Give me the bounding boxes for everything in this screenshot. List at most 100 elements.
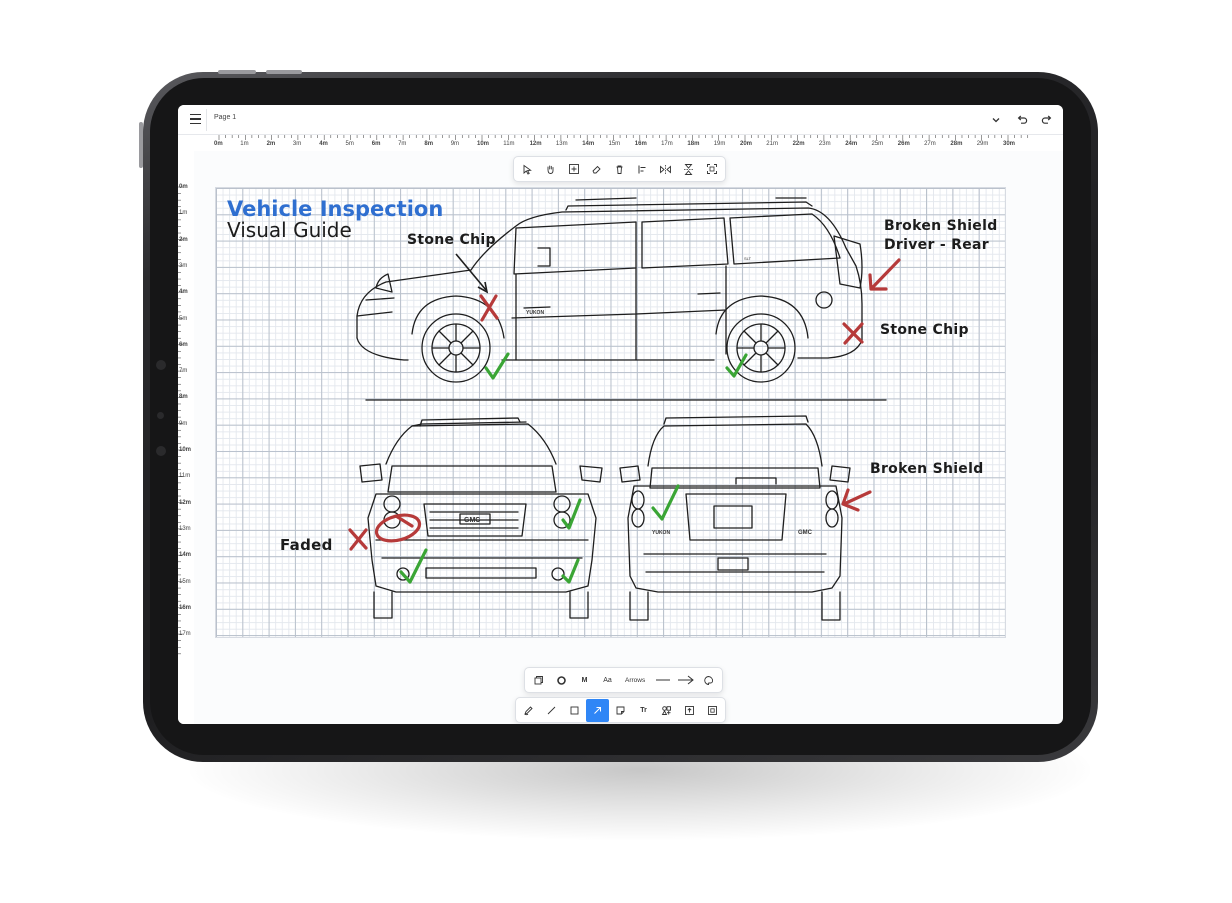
ruler-label-v: 17m (179, 631, 191, 638)
ruler-label-v: 13m (179, 525, 191, 532)
canvas-subtitle: Visual Guide (227, 218, 352, 242)
hand-pan-icon[interactable] (539, 158, 562, 181)
top-bar: Page 1 (178, 105, 1063, 135)
ruler-label-v: 10m (179, 447, 192, 453)
add-frame-icon[interactable] (562, 158, 585, 181)
ruler-label-h: 18m (687, 141, 700, 147)
front-sensor-2 (156, 446, 166, 456)
ruler-label-v: 3m (179, 262, 188, 269)
ruler-label-h: 13m (555, 141, 568, 147)
ruler-label-h: 12m (529, 141, 542, 147)
annotation-broken-shield-sub[interactable]: Driver - Rear (884, 237, 989, 253)
ruler-label-h: 15m (608, 141, 621, 147)
ruler-label-h: 3m (292, 141, 302, 147)
ruler-label-h: 28m (950, 141, 963, 147)
ruler-label-h: 1m (240, 141, 249, 147)
select-pointer-icon[interactable] (516, 158, 539, 181)
font-type-button[interactable]: Aa (603, 676, 612, 684)
topbar-divider (206, 109, 207, 131)
arrow-head-icon[interactable] (674, 669, 697, 692)
ruler-label-v: 15m (179, 578, 191, 585)
front-sensor (157, 412, 164, 419)
side-badge: YUKON (526, 310, 544, 316)
ruler-label-v: 16m (179, 604, 192, 611)
volume-up-button (218, 70, 256, 74)
drawing-canvas[interactable]: Vehicle Inspection Visual Guide Stone Ch… (215, 187, 1006, 638)
annotation-stone-chip-side[interactable]: Stone Chip (407, 232, 496, 248)
line-tool-icon[interactable] (540, 699, 563, 722)
ruler-label-v: 0m (179, 184, 188, 190)
line-style-icon[interactable] (651, 669, 674, 692)
fit-to-screen-icon[interactable] (700, 158, 723, 181)
ruler-label-v: 14m (179, 552, 192, 559)
ruler-label-h: 10m (477, 141, 490, 147)
ruler-label-v: 4m (179, 289, 188, 296)
power-button (139, 122, 143, 168)
flip-horizontal-icon[interactable] (654, 158, 677, 181)
arrow-style-label[interactable]: Arrows (625, 676, 646, 684)
ruler-label-h: 7m (398, 141, 407, 147)
annotation-broken-shield-back[interactable]: Broken Shield (870, 461, 984, 477)
ruler-label-h: 24m (845, 141, 858, 147)
ruler-label-h: 0m (214, 141, 223, 147)
side-trim: SLT (744, 256, 752, 261)
ruler-label-v: 5m (179, 315, 188, 322)
color-palette-icon[interactable] (697, 669, 720, 692)
ruler-label-h: 8m (424, 141, 434, 147)
ruler-label-h: 6m (371, 141, 381, 147)
annotation-faded[interactable]: Faded (280, 536, 333, 554)
annotation-broken-shield-title[interactable]: Broken Shield (884, 218, 998, 234)
stroke-style-icon[interactable] (527, 669, 550, 692)
ruler-label-h: 25m (871, 141, 884, 147)
ruler-label-h: 16m (634, 141, 647, 147)
sticky-note-icon[interactable] (609, 699, 632, 722)
canvas-title: Vehicle Inspection (227, 197, 444, 221)
shapes-tool-icon[interactable] (655, 699, 678, 722)
arrow-tool-icon[interactable] (586, 698, 609, 722)
eraser-icon[interactable] (585, 158, 608, 181)
ruler-label-v: 1m (179, 210, 188, 217)
selection-toolbar (513, 156, 726, 182)
insert-image-icon[interactable] (678, 699, 701, 722)
font-size-button[interactable]: M (581, 676, 588, 684)
front-camera (156, 360, 166, 370)
ruler-label-h: 21m (766, 141, 778, 147)
ok-marks (399, 352, 748, 584)
hamburger-menu-icon[interactable] (186, 111, 204, 127)
page-title[interactable]: Page 1 (214, 114, 237, 121)
ruler-label-v: 11m (179, 473, 191, 480)
delete-icon[interactable] (608, 158, 631, 181)
front-view-suv (359, 417, 603, 619)
redo-icon[interactable] (1040, 113, 1054, 127)
ruler-label-h: 29m (976, 141, 989, 147)
rectangle-tool-icon[interactable] (563, 699, 586, 722)
annotation-stone-chip-rear[interactable]: Stone Chip (880, 322, 969, 338)
volume-down-button (266, 70, 302, 74)
tools-toolbar: Tr (515, 697, 726, 723)
ruler-label-h: 27m (924, 141, 936, 147)
chevron-down-icon[interactable] (989, 113, 1003, 127)
style-toolbar: M Aa Arrows (524, 667, 724, 693)
rear-model-badge: YUKON (652, 530, 670, 536)
frame-tool-icon[interactable] (701, 699, 724, 722)
rear-badge: GMC (798, 530, 813, 536)
ruler-label-h: 22m (792, 141, 805, 147)
text-tool-button[interactable]: Tr (640, 706, 647, 714)
ruler-label-h: 14m (582, 141, 595, 147)
ruler-label-v: 12m (179, 499, 192, 506)
ruler-label-h: 20m (740, 141, 753, 147)
pen-tool-icon[interactable] (517, 699, 540, 722)
damage-marks (348, 258, 901, 551)
ruler-label-v: 6m (179, 341, 188, 348)
side-view-suv (356, 197, 887, 401)
align-left-icon[interactable] (631, 158, 654, 181)
flip-vertical-icon[interactable] (677, 158, 700, 181)
rear-view-suv (619, 415, 851, 621)
undo-icon[interactable] (1015, 113, 1029, 127)
ruler-label-h: 2m (266, 141, 276, 147)
fill-circle-icon[interactable] (550, 669, 573, 692)
ruler-label-h: 23m (818, 141, 831, 147)
